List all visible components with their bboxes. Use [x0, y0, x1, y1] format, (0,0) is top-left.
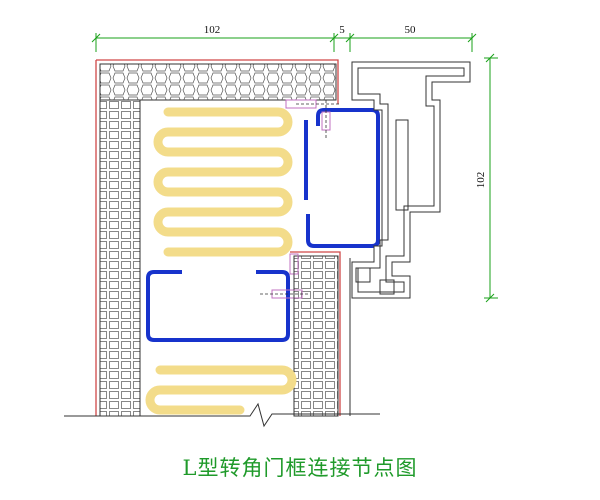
insulation-serpentine-lower	[145, 365, 297, 415]
left-brick-column	[99, 99, 141, 417]
steel-tube-upper	[306, 108, 380, 248]
frame-outer	[351, 61, 471, 299]
frame-inner	[357, 67, 465, 293]
dim-top-right: 50	[405, 24, 417, 36]
top-hex-band	[99, 63, 337, 101]
dimension-group	[91, 33, 498, 303]
red-frame-outline	[95, 59, 339, 416]
dim-top-mid: 5	[339, 24, 345, 36]
dim-top-left: 102	[204, 24, 221, 36]
break-line	[64, 402, 380, 428]
steel-tube-lower	[146, 270, 290, 342]
drawing-caption: L型转角门框连接节点图	[182, 456, 418, 480]
dim-right-vertical: 102	[475, 172, 487, 189]
right-brick-column	[293, 255, 339, 417]
insulation-serpentine-upper	[153, 107, 293, 257]
aluminum-frame-profile	[351, 61, 471, 299]
